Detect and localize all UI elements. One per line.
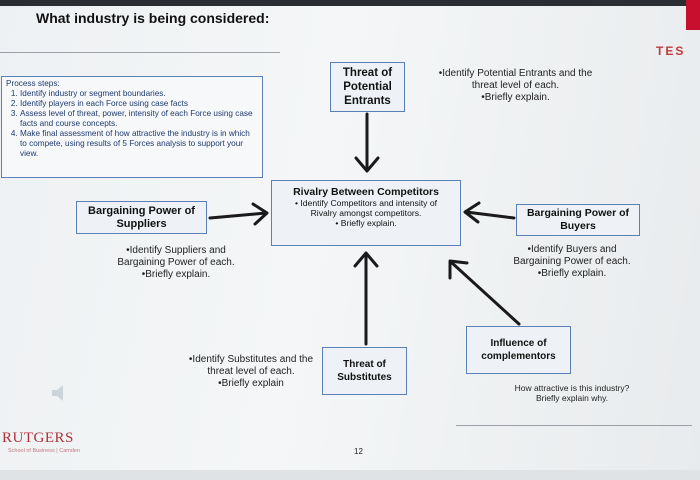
substitutes-note: •Identify Substitutes and the threat lev… xyxy=(176,354,326,390)
suppliers-note-line: Bargaining Power of each. xyxy=(117,257,235,268)
suppliers-note: •Identify Suppliers and Bargaining Power… xyxy=(96,245,256,281)
buyers-note: •Identify Buyers and Bargaining Power of… xyxy=(502,244,642,280)
rutgers-subtitle: School of Business | Camden xyxy=(8,448,81,454)
buyers-note-line: •Identify Buyers and xyxy=(527,244,617,255)
buyers-note-line: •Briefly explain. xyxy=(537,268,607,279)
substitutes-note-line: •Identify Substitutes and the xyxy=(188,354,314,365)
industry-question: What industry is being considered: xyxy=(36,10,270,26)
rivalry-box: Rivalry Between Competitors • Identify C… xyxy=(271,180,461,246)
entrants-note: •Identify Potential Entrants and the thr… xyxy=(418,68,613,104)
rivalry-line: • Identify Competitors and intensity of xyxy=(294,198,437,208)
bottom-bar xyxy=(0,470,700,480)
page-number: 12 xyxy=(354,447,363,456)
arrow-buyers-to-rivalry xyxy=(463,201,516,224)
suppliers-note-line: •Briefly explain. xyxy=(141,269,211,280)
speaker-icon[interactable] xyxy=(49,382,71,404)
buyer-power-box: Bargaining Power of Buyers xyxy=(516,204,640,236)
arrow-suppliers-to-rivalry xyxy=(208,202,269,226)
rivalry-line: Rivalry amongst competitors. xyxy=(310,208,422,218)
entrants-note-line: threat level of each. xyxy=(471,80,560,91)
process-title: Process steps: xyxy=(6,79,60,88)
tes-logo: TES xyxy=(656,44,686,58)
entrants-note-line: •Briefly explain. xyxy=(481,92,550,103)
arrow-substitutes-to-rivalry xyxy=(353,251,379,346)
process-step: Identify industry or segment boundaries. xyxy=(20,89,258,99)
process-steps-list: Identify industry or segment boundaries.… xyxy=(6,89,258,159)
process-step: Assess level of threat, power, intensity… xyxy=(20,109,258,129)
arrow-entrants-to-rivalry xyxy=(354,112,380,173)
threat-of-entrants-box: Threat of Potential Entrants xyxy=(330,62,405,112)
buyers-note-line: Bargaining Power of each. xyxy=(513,256,631,267)
process-step: Identify players in each Force using cas… xyxy=(20,99,258,109)
threat-of-substitutes-box: Threat of Substitutes xyxy=(322,347,407,395)
corner-accent xyxy=(686,0,700,30)
supplier-power-box: Bargaining Power of Suppliers xyxy=(76,201,207,234)
answer-line xyxy=(0,52,280,53)
rivalry-title: Rivalry Between Competitors xyxy=(293,186,439,198)
process-step: Make final assessment of how attractive … xyxy=(20,129,258,159)
attractiveness-line: How attractive is this industry? xyxy=(514,383,630,393)
complementors-box: Influence of complementors xyxy=(466,326,571,374)
substitutes-note-line: •Briefly explain xyxy=(218,378,284,389)
arrow-complementors-to-rivalry xyxy=(448,259,521,326)
top-bar xyxy=(0,0,700,6)
attractiveness-question: How attractive is this industry? Briefly… xyxy=(492,383,652,403)
substitutes-note-line: threat level of each. xyxy=(207,366,295,377)
process-steps-box: Process steps: Identify industry or segm… xyxy=(1,76,263,178)
rivalry-line: • Briefly explain. xyxy=(335,218,397,228)
rutgers-logo: RUTGERS xyxy=(2,430,74,446)
suppliers-note-line: •Identify Suppliers and xyxy=(126,245,226,256)
attractiveness-line: Briefly explain why. xyxy=(535,393,609,403)
entrants-note-line: •Identify Potential Entrants and the xyxy=(438,68,593,79)
answer-line-bottom xyxy=(456,425,692,426)
